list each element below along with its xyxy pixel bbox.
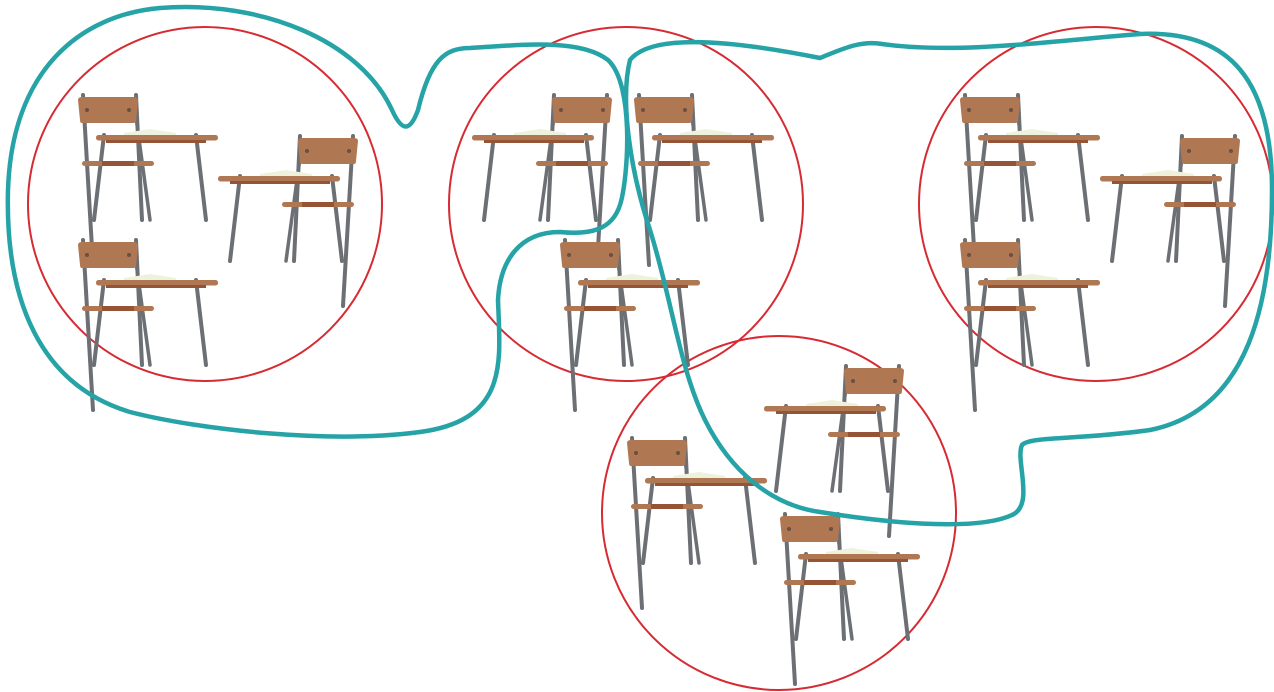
grouping-outline [8, 7, 627, 436]
school-desk-icon [764, 366, 904, 536]
school-desk-icon [960, 95, 1100, 265]
school-desk-icon [78, 95, 218, 265]
school-desk-icon [1100, 136, 1240, 306]
school-desk-icon [627, 438, 767, 608]
school-desk-icon [218, 136, 358, 306]
school-desk-icon [960, 240, 1100, 410]
school-desk-icon [780, 514, 920, 684]
school-desk-icon [78, 240, 218, 410]
school-desk-icon [560, 240, 700, 410]
grouping-outline [626, 34, 1272, 524]
school-desk-icon [472, 95, 612, 265]
group-circle [602, 336, 956, 690]
